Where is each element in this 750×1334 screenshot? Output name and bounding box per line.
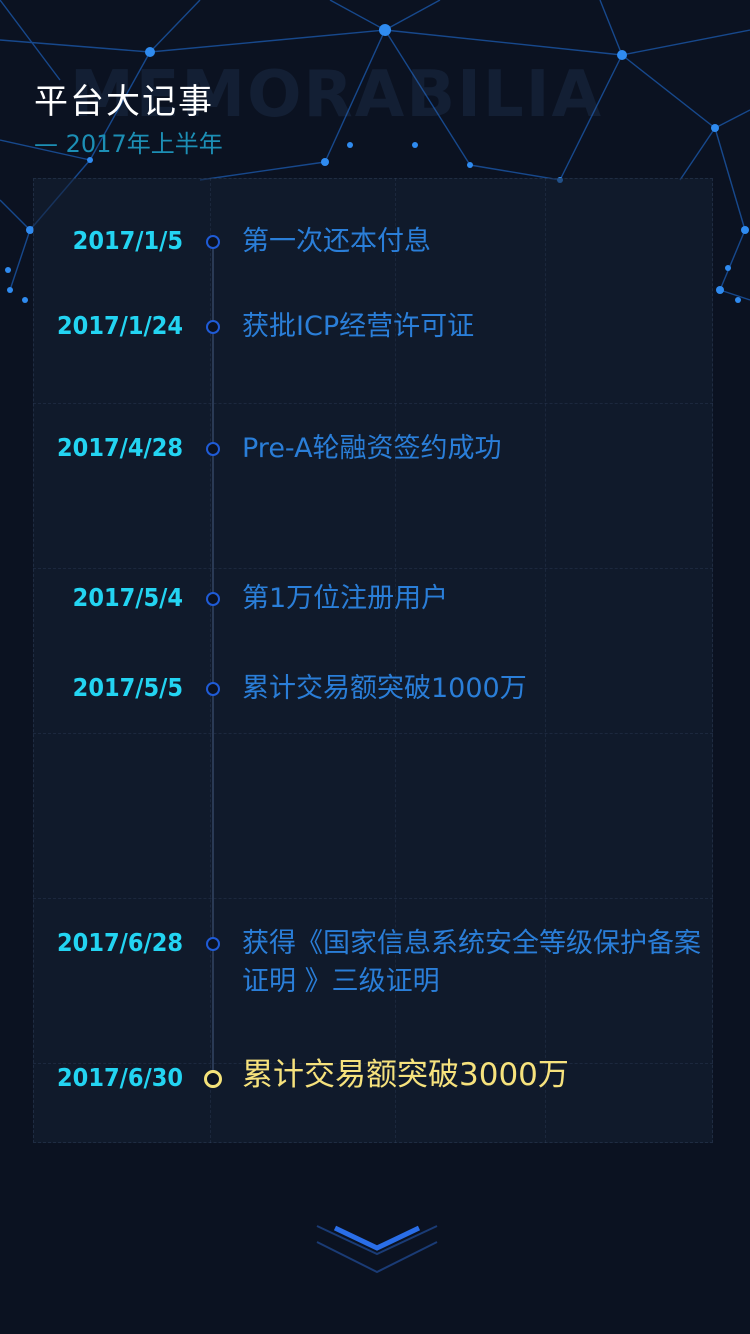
timeline-dot-highlight-icon [204, 1070, 222, 1088]
timeline-dot-icon [206, 937, 220, 951]
event-text: 第1万位注册用户 [242, 583, 449, 614]
timeline-event: 2017/4/28 Pre-A轮融资签约成功 [0, 433, 750, 464]
timeline-dot-icon [206, 235, 220, 249]
timeline-panel [33, 178, 713, 1143]
event-text: 第一次还本付息 [242, 226, 431, 257]
event-text: 累计交易额突破1000万 [242, 673, 527, 704]
timeline-dot-icon [206, 682, 220, 696]
event-text: 累计交易额突破3000万 [242, 1057, 569, 1093]
grid-line [33, 568, 713, 569]
timeline-event: 2017/1/5 第一次还本付息 [0, 226, 750, 257]
timeline-axis [212, 240, 214, 1078]
event-date: 2017/6/28 [57, 928, 183, 957]
event-date: 2017/6/30 [57, 1063, 183, 1092]
grid-line [33, 898, 713, 899]
grid-line [33, 1063, 713, 1064]
timeline-event: 2017/1/24 获批ICP经营许可证 [0, 311, 750, 342]
grid-line [33, 403, 713, 404]
timeline-dot-icon [206, 442, 220, 456]
event-date: 2017/4/28 [57, 433, 183, 462]
background-watermark-text: MEMORABILIA [70, 58, 604, 132]
event-text: 获批ICP经营许可证 [242, 311, 475, 342]
timeline-event: 2017/5/5 累计交易额突破1000万 [0, 673, 750, 704]
timeline-event: 2017/5/4 第1万位注册用户 [0, 583, 750, 614]
event-date: 2017/1/5 [72, 226, 183, 255]
page-subtitle: — 2017年上半年 [34, 130, 223, 158]
event-date: 2017/5/4 [72, 583, 183, 612]
double-chevron-down-icon[interactable] [315, 1220, 439, 1280]
grid-line [395, 178, 396, 1143]
timeline-event-highlighted: 2017/6/30 累计交易额突破3000万 [0, 1057, 750, 1093]
event-text: 获得《国家信息系统安全等级保护备案证明 》三级证明 [242, 928, 701, 997]
event-date: 2017/1/24 [57, 311, 183, 340]
grid-line [33, 733, 713, 734]
page-title: 平台大记事 [34, 82, 214, 122]
event-date: 2017/5/5 [72, 673, 183, 702]
grid-line [210, 178, 211, 1143]
event-text: Pre-A轮融资签约成功 [242, 433, 502, 464]
timeline-dot-icon [206, 320, 220, 334]
timeline-dot-icon [206, 592, 220, 606]
grid-line [545, 178, 546, 1143]
timeline-event: 2017/6/28 获得《国家信息系统安全等级保护备案证明 》三级证明 [0, 928, 750, 997]
